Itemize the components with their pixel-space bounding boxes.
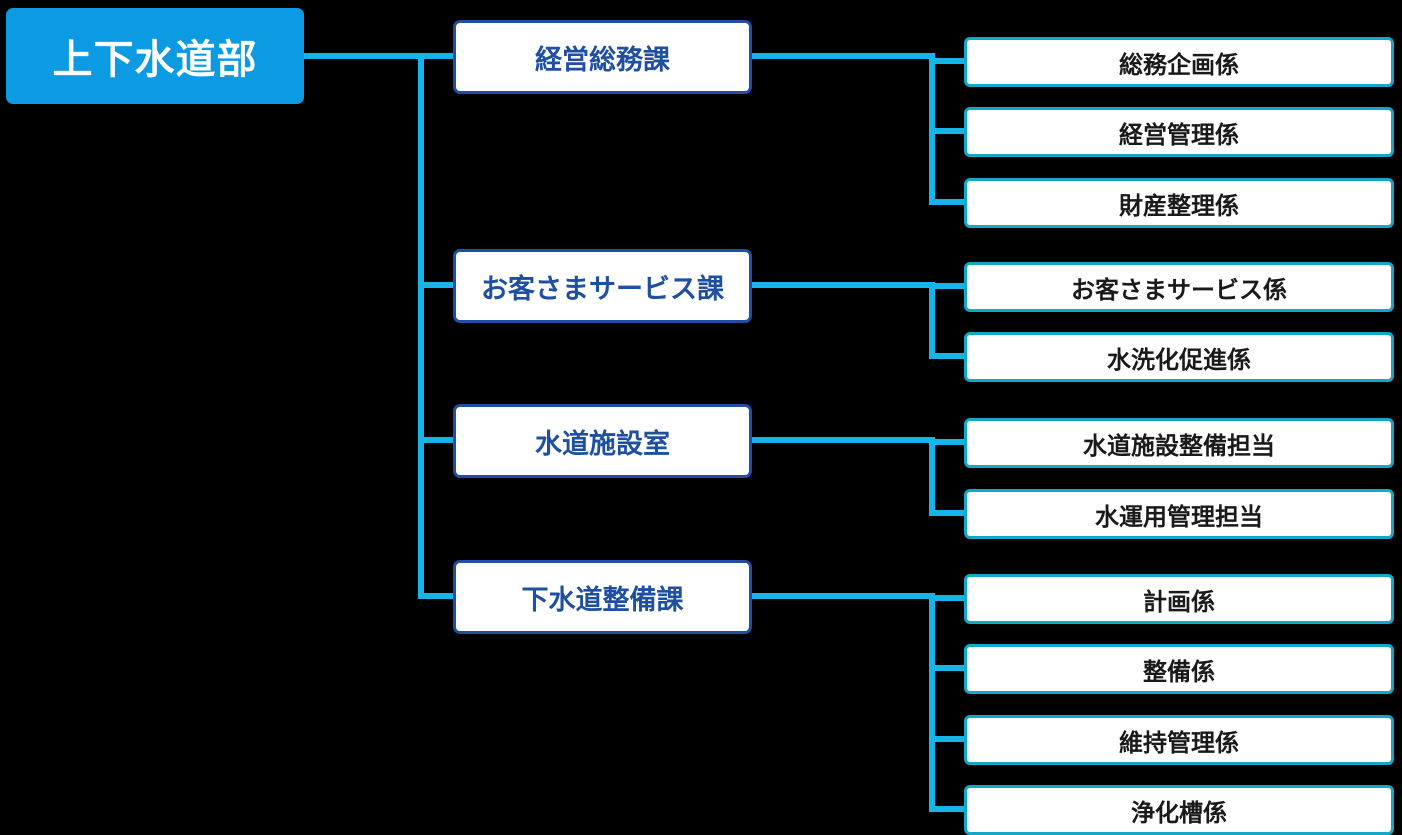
section-box-general-affairs: 経営総務課 — [453, 20, 752, 94]
section-box-water-facilities: 水道施設室 — [453, 404, 752, 478]
unit-box: 浄化槽係 — [964, 785, 1394, 835]
unit-box: 維持管理係 — [964, 715, 1394, 765]
unit-box: 総務企画係 — [964, 37, 1394, 87]
unit-box: 計画係 — [964, 574, 1394, 624]
unit-box: 水道施設整備担当 — [964, 418, 1394, 468]
unit-box: 財産整理係 — [964, 178, 1394, 228]
unit-box: 水運用管理担当 — [964, 489, 1394, 539]
unit-box: 水洗化促進係 — [964, 332, 1394, 382]
unit-box: 整備係 — [964, 644, 1394, 694]
unit-box: お客さまサービス係 — [964, 262, 1394, 312]
section-box-customer-service: お客さまサービス課 — [453, 249, 752, 323]
root-department-box: 上下水道部 — [6, 8, 304, 104]
section-box-sewerage: 下水道整備課 — [453, 560, 752, 634]
unit-box: 経営管理係 — [964, 107, 1394, 157]
